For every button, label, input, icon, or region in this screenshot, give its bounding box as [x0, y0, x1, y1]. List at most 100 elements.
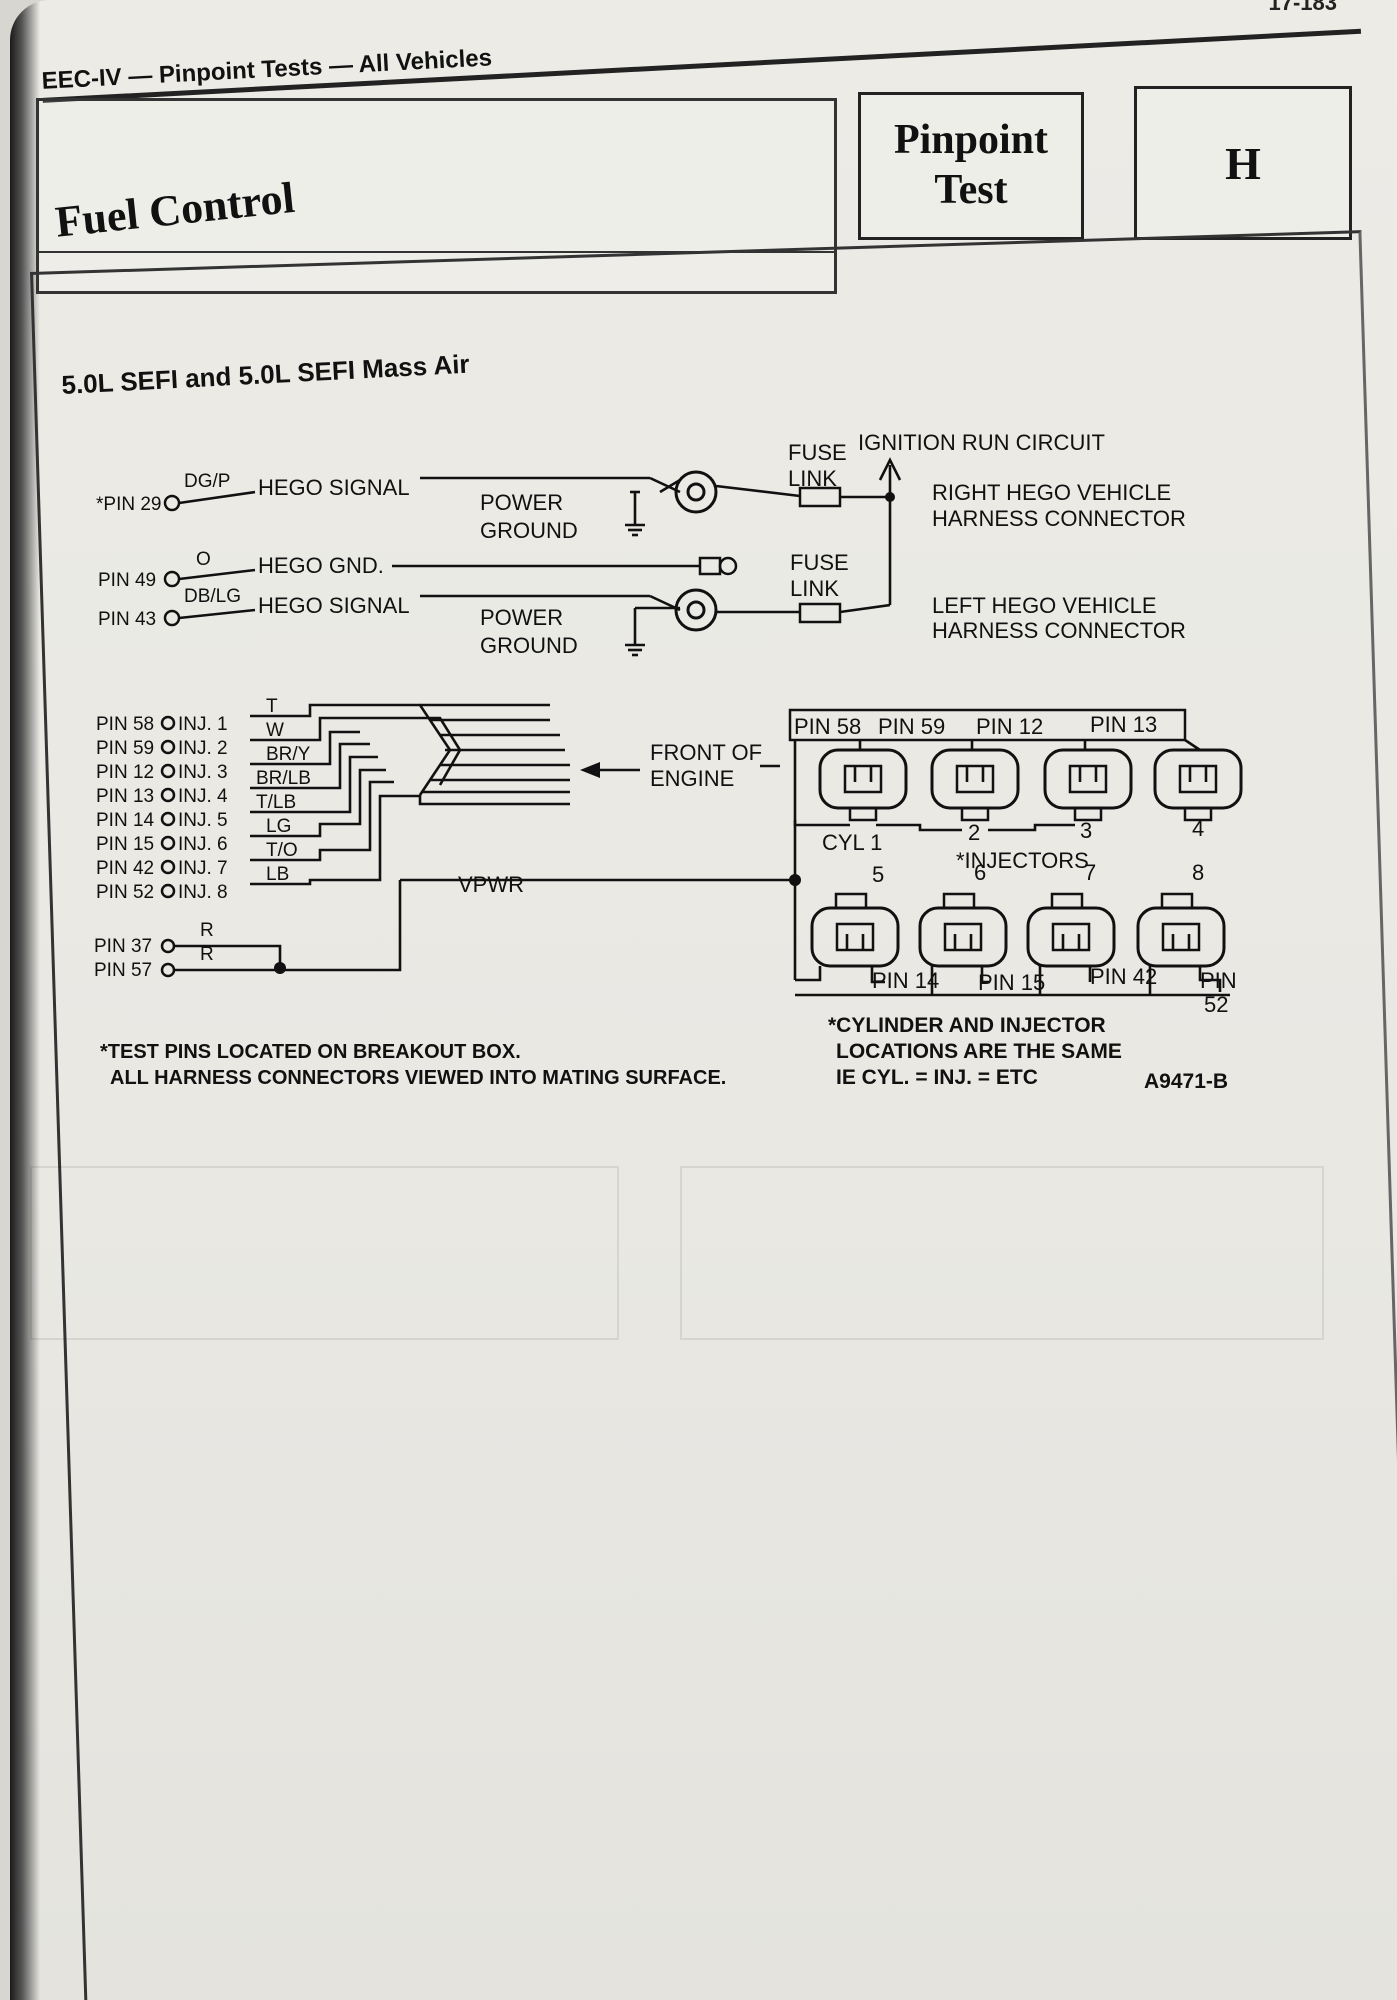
hego-pin-29: *PIN 29 [96, 494, 161, 515]
inj-3-label: INJ. 3 [178, 762, 228, 783]
pin-43-color: DB/LG [184, 586, 241, 607]
vpwr-label: VPWR [458, 872, 524, 897]
bottom-pin-42: PIN 42 [1090, 964, 1157, 989]
pin-49-terminal [163, 570, 181, 588]
inj-pin-13: PIN 13 [96, 786, 154, 807]
page-number: 17-183 [1268, 0, 1337, 15]
pin-57-color: R [200, 944, 214, 965]
footnote-right-1: *CYLINDER AND INJECTOR [828, 1014, 1106, 1037]
pin-49-color: O [196, 549, 211, 570]
power-label-1: POWER [480, 490, 563, 515]
junction-1 [885, 492, 895, 502]
footnote-left-1: *TEST PINS LOCATED ON BREAKOUT BOX. [100, 1041, 521, 1063]
inj-1-label: INJ. 1 [178, 714, 228, 735]
binding-shadow [10, 0, 40, 2000]
inj-6-color: LG [266, 816, 291, 837]
right-hego-ground-lead [659, 478, 681, 494]
fuse-label-2: FUSE [790, 550, 849, 575]
bottom-pin-15: PIN 15 [978, 970, 1045, 995]
inj-8-label: INJ. 8 [178, 882, 228, 903]
inj-7-label: INJ. 7 [178, 858, 228, 879]
pin-29-terminal [163, 494, 181, 512]
wiring-diagram-svg: 5.0L SEFI and 5.0L SEFI Mass Air *PIN 29… [61, 349, 1243, 1093]
top-pin-12: PIN 12 [976, 714, 1043, 739]
right-hego-sensor-icon [674, 470, 718, 514]
ground-label-2: GROUND [480, 633, 578, 658]
top-pin-13: PIN 13 [1090, 712, 1157, 737]
inj-pin-15: PIN 15 [96, 834, 154, 855]
injector-cyl-5 [810, 892, 900, 968]
left-hego-sensor-icon [674, 588, 718, 632]
test-letter: H [1225, 138, 1261, 189]
inj-8-color: LB [266, 864, 289, 885]
inj-5-label: INJ. 5 [178, 810, 228, 831]
bleed-through-table-right [680, 1166, 1324, 1340]
inj-1-color: T [266, 696, 278, 717]
hego-gnd-connector-icon [698, 556, 722, 576]
injector-cyl-1 [818, 748, 908, 822]
inj-4-color: BR/LB [256, 768, 311, 789]
cyl-1-label: CYL 1 [822, 830, 882, 855]
hego-pin-49: PIN 49 [98, 570, 156, 591]
pin-57-terminal [160, 962, 176, 978]
fuse-link-2-out [839, 603, 891, 614]
left-hego-label-1: LEFT HEGO VEHICLE [932, 593, 1157, 618]
pin-37-wire [174, 944, 282, 965]
hego-signal-2: HEGO SIGNAL [258, 593, 410, 618]
pin-49-wire [178, 568, 256, 581]
top-pin-58: PIN 58 [794, 714, 861, 739]
link-label-1: LINK [788, 466, 837, 491]
injector-cyl-2 [930, 748, 1020, 822]
inj-4-label: INJ. 4 [178, 786, 228, 807]
injector-pin-list: PIN 58 PIN 59 PIN 12 PIN 13 PIN 14 PIN 1… [96, 696, 311, 903]
footnote-right-2: LOCATIONS ARE THE SAME [836, 1040, 1122, 1063]
header-row: Fuel Control Pinpoint Test H [36, 84, 1352, 314]
inj-5-color: T/LB [256, 792, 296, 813]
inj-2-terminal [160, 739, 176, 755]
engine-label: ENGINE [650, 766, 734, 791]
power-label-2: POWER [480, 605, 563, 630]
wiring-diagram: 5.0L SEFI and 5.0L SEFI Mass Air *PIN 29… [60, 320, 1260, 1120]
bottom-pin-14: PIN 14 [872, 968, 939, 993]
test-letter-box: H [1134, 86, 1352, 240]
vpwr-pin-37: PIN 37 [94, 936, 152, 957]
right-hego-sensor-core [686, 482, 706, 502]
hego-gnd-eyelet-icon [718, 556, 738, 576]
inj-8-terminal [160, 883, 176, 899]
front-of-engine-arrow-icon [580, 762, 600, 778]
inj-pin-14: PIN 14 [96, 810, 155, 831]
injector-harness-wires [250, 703, 570, 886]
bottom-pin-pin: PIN [1200, 968, 1237, 993]
pin-43-wire [178, 608, 256, 620]
fuse-label-1: FUSE [788, 440, 847, 465]
injectors-label: *INJECTORS [956, 848, 1089, 873]
diagram-title: 5.0L SEFI and 5.0L SEFI Mass Air [61, 349, 470, 400]
pin-29-color: DG/P [184, 471, 230, 492]
left-hego-sensor-core [686, 600, 706, 620]
footnote-left-2: ALL HARNESS CONNECTORS VIEWED INTO MATIN… [110, 1067, 726, 1089]
pinpoint-test-box: Pinpoint Test [858, 92, 1084, 240]
right-hego-label-2: HARNESS CONNECTOR [932, 506, 1186, 531]
ignition-run-arrow-icon [878, 457, 902, 481]
inj-7-terminal [160, 859, 176, 875]
inj-pin-59: PIN 59 [96, 738, 154, 759]
ignition-run-label: IGNITION RUN CIRCUIT [858, 430, 1105, 455]
figure-id: A9471-B [1144, 1070, 1228, 1093]
hego-signal-1: HEGO SIGNAL [258, 475, 410, 500]
manual-page: EEC-IV — Pinpoint Tests — All Vehicles 1… [10, 0, 1397, 2000]
pin-37-terminal [160, 938, 176, 954]
pinpoint-test-label: Pinpoint Test [893, 117, 1049, 213]
right-hego-label-1: RIGHT HEGO VEHICLE [932, 480, 1171, 505]
pin-29-wire [178, 490, 256, 505]
inj-4-terminal [160, 787, 176, 803]
cyl-7-label: 7 [1084, 860, 1096, 885]
injector-cyl-6 [918, 892, 1008, 968]
injector-cyl-8 [1136, 892, 1226, 968]
inj-pin-42: PIN 42 [96, 858, 154, 879]
inj-5-terminal [160, 811, 176, 827]
fuel-control-box: Fuel Control [36, 98, 837, 294]
inj-2-color: W [266, 720, 284, 741]
inj-pin-58: PIN 58 [96, 714, 154, 735]
inj-3-color: BR/Y [266, 744, 311, 765]
inj-3-terminal [160, 763, 176, 779]
